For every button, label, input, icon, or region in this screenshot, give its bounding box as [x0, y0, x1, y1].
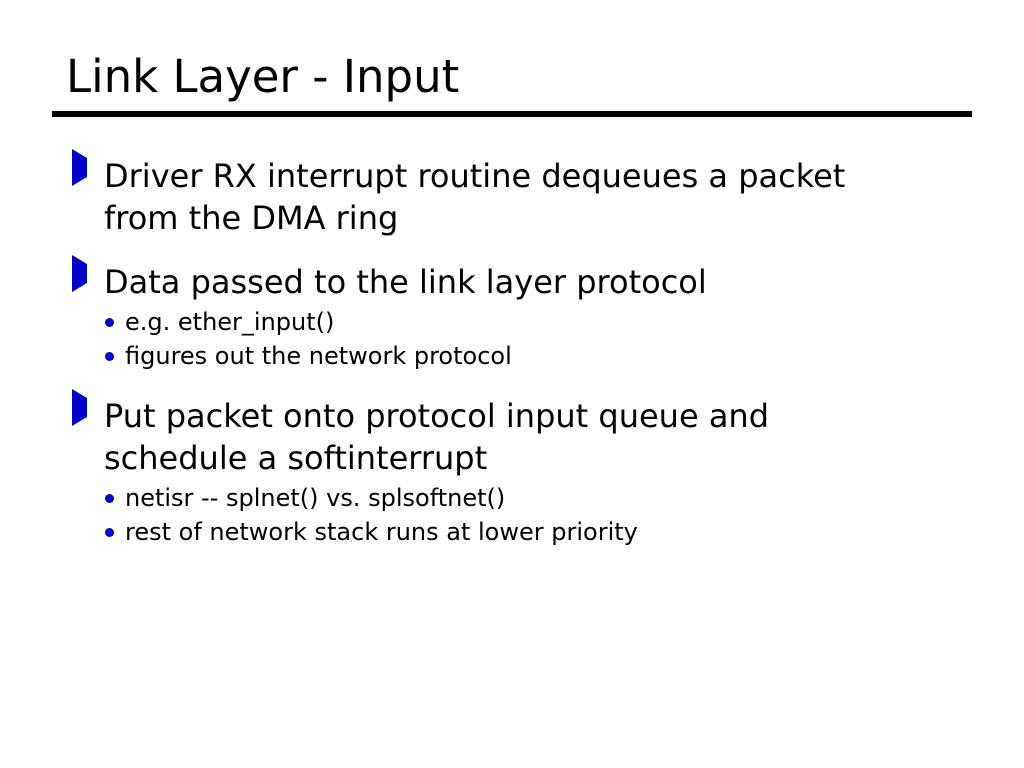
bullet-group: Driver RX interrupt routine dequeues a p…: [72, 149, 972, 239]
list-item: figures out the network protocol: [105, 339, 972, 373]
dot-icon: [105, 528, 114, 537]
title-divider-rule: [52, 111, 972, 117]
top-level-bullet: Put packet onto protocol input queue and…: [72, 389, 972, 479]
bullet-text: Put packet onto protocol input queue and…: [104, 397, 770, 477]
dot-icon: [105, 318, 114, 327]
top-level-bullet: Driver RX interrupt routine dequeues a p…: [72, 149, 972, 239]
bullet-group: Data passed to the link layer protocol e…: [72, 255, 972, 373]
top-level-bullet: Data passed to the link layer protocol: [72, 255, 972, 303]
bullet-text: Driver RX interrupt routine dequeues a p…: [104, 157, 846, 237]
sub-bullet-list: netisr -- splnet() vs. splsoftnet() rest…: [72, 481, 972, 549]
list-item: e.g. ether_input(): [105, 305, 972, 339]
sub-bullet-list: e.g. ether_input() figures out the netwo…: [72, 305, 972, 373]
dot-icon: [105, 494, 114, 503]
list-item: netisr -- splnet() vs. splsoftnet(): [105, 481, 972, 515]
bullet-group: Put packet onto protocol input queue and…: [72, 389, 972, 549]
dot-icon: [105, 352, 114, 361]
bullet-text: Data passed to the link layer protocol: [104, 263, 707, 301]
sub-bullet-text: rest of network stack runs at lower prio…: [125, 518, 638, 546]
sub-bullet-text: figures out the network protocol: [125, 342, 512, 370]
slide-title-block: Link Layer - Input: [52, 50, 972, 104]
list-item: rest of network stack runs at lower prio…: [105, 515, 972, 549]
slide-body: Driver RX interrupt routine dequeues a p…: [72, 149, 972, 549]
sub-bullet-text: netisr -- splnet() vs. splsoftnet(): [125, 484, 506, 512]
page-title: Link Layer - Input: [66, 50, 460, 103]
sub-bullet-text: e.g. ether_input(): [125, 308, 335, 336]
